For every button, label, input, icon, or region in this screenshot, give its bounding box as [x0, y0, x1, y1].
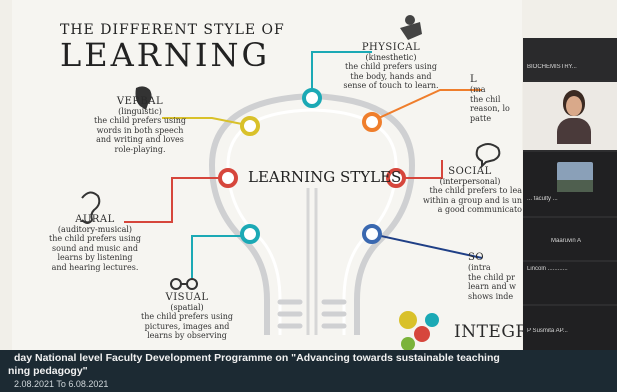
logical-desc-2: the chil [470, 94, 501, 104]
label-solitary: SO (intra the child pr learn and w shows… [468, 252, 522, 301]
physical-icon [400, 15, 422, 40]
verbal-title: VERBAL [116, 96, 164, 107]
node-verbal [240, 116, 260, 136]
participant-name: Lincoln ............ [527, 266, 568, 272]
connector-aural [124, 177, 230, 223]
visual-sub: (spatial) [170, 303, 204, 312]
physical-desc-3: sense of touch to learn. [343, 81, 439, 90]
visual-title: VISUAL [165, 292, 209, 303]
label-aural: AURAL (auditory-musical) the child prefe… [42, 214, 148, 272]
slide-subtitle: THE DIFFERENT STYLE OF [60, 22, 285, 38]
participant-name: P Susmita AP... [527, 328, 568, 334]
node-aural [218, 168, 238, 188]
participants-panel[interactable]: BIOCHEMISTRY... ... faculty ... Maaruvin… [523, 38, 617, 352]
connector-logical [369, 89, 482, 123]
social-sub: (interpersonal) [439, 177, 501, 186]
solitary-desc-4: shows inde [468, 291, 514, 301]
lightbulb-diagram [81, 15, 501, 351]
social-desc-1: the child prefers to lea [429, 186, 522, 195]
logical-desc-3: reason, lo [470, 104, 510, 113]
label-visual: VISUAL (spatial) the child prefers using… [132, 292, 242, 341]
physical-desc-2: the body, hands and [350, 71, 432, 81]
participant-video [557, 90, 591, 144]
bulb-nodes [218, 88, 406, 244]
aural-sub: (auditory-musical) [57, 225, 133, 234]
connector-verbal [162, 117, 253, 127]
presentation-slide: THE DIFFERENT STYLE OF LEARNING [12, 0, 579, 352]
visual-desc-3: learns by observing [147, 331, 227, 340]
verbal-desc-4: role-playing. [114, 144, 166, 154]
logical-title: L [470, 74, 478, 85]
participant-name: ... faculty ... [527, 196, 558, 202]
label-logical: L (ma the chil reason, lo patte [470, 74, 522, 123]
participant-tile[interactable]: BIOCHEMISTRY... [523, 38, 617, 80]
verbal-desc-1: the child prefers using [94, 116, 186, 125]
participant-tile[interactable]: ... faculty ... [523, 152, 617, 216]
label-verbal: VERBAL (linguistic) the child prefers us… [80, 96, 200, 154]
visual-desc-2: pictures, images and [144, 321, 230, 331]
verbal-desc-3: and writing and loves [96, 135, 184, 144]
logical-desc-4: patte [470, 113, 492, 123]
banner-line-2: ning pedagogy" [8, 365, 88, 377]
solitary-desc-3: learn and w [468, 282, 517, 291]
participant-video-tile[interactable] [523, 82, 617, 150]
bulb-outline-inner [226, 108, 398, 335]
node-physical [302, 88, 322, 108]
bulb-screw [277, 299, 347, 329]
solitary-desc-1: (intra [468, 263, 491, 272]
participant-tile[interactable]: P Susmita AP... [523, 306, 617, 352]
logical-desc-1: (ma [470, 85, 486, 94]
participant-name: BIOCHEMISTRY... [527, 64, 577, 70]
slide-title: LEARNING [60, 36, 271, 74]
connector-solitary [371, 233, 483, 259]
connector-physical [311, 51, 372, 96]
verbal-icon [135, 86, 152, 110]
visual-desc-1: the child prefers using [141, 312, 233, 321]
label-social: SOCIAL (interpersonal) the child prefers… [418, 166, 522, 215]
connector-social [396, 160, 443, 179]
aural-title: AURAL [75, 214, 115, 225]
aural-desc-3: learns by listening [57, 253, 133, 262]
social-desc-2: within a group and is un [422, 195, 522, 205]
node-social [386, 168, 406, 188]
aural-icon [81, 191, 101, 224]
visual-icon [170, 278, 198, 290]
physical-title: PHYSICAL [361, 42, 421, 53]
center-label: LEARNING STYLES [248, 168, 402, 186]
aural-desc-2: sound and music and [52, 243, 138, 253]
banner-date: 2.08.2021 To 6.08.2021 [14, 379, 109, 389]
node-visual [240, 224, 260, 244]
social-desc-3: a good communicato [437, 205, 522, 214]
participant-tile[interactable]: Maaruvin A [523, 218, 617, 260]
participant-thumbnail [557, 162, 593, 192]
social-icon [475, 143, 501, 169]
verbal-sub: (linguistic) [118, 107, 162, 116]
physical-desc-1: the child prefers using [345, 62, 437, 71]
caption-banner: day National level Faculty Development P… [0, 350, 617, 392]
integrated-logo [399, 311, 439, 351]
aural-desc-1: the child prefers using [49, 234, 141, 243]
verbal-desc-2: words in both speech [96, 125, 184, 135]
node-solitary [362, 224, 382, 244]
participant-name: Maaruvin A [551, 238, 582, 244]
connector-visual [191, 235, 250, 278]
physical-sub: (kinesthetic) [365, 53, 417, 62]
social-title: SOCIAL [448, 166, 492, 177]
label-physical: PHYSICAL (kinesthetic) the child prefers… [332, 42, 450, 91]
solitary-desc-2: the child pr [468, 272, 516, 282]
participant-tile[interactable]: Lincoln ............ [523, 262, 617, 304]
aural-desc-4: and hearing lectures. [51, 262, 139, 272]
banner-line-1: day National level Faculty Development P… [14, 352, 500, 364]
solitary-title: SO [468, 252, 485, 263]
node-logical [362, 112, 382, 132]
